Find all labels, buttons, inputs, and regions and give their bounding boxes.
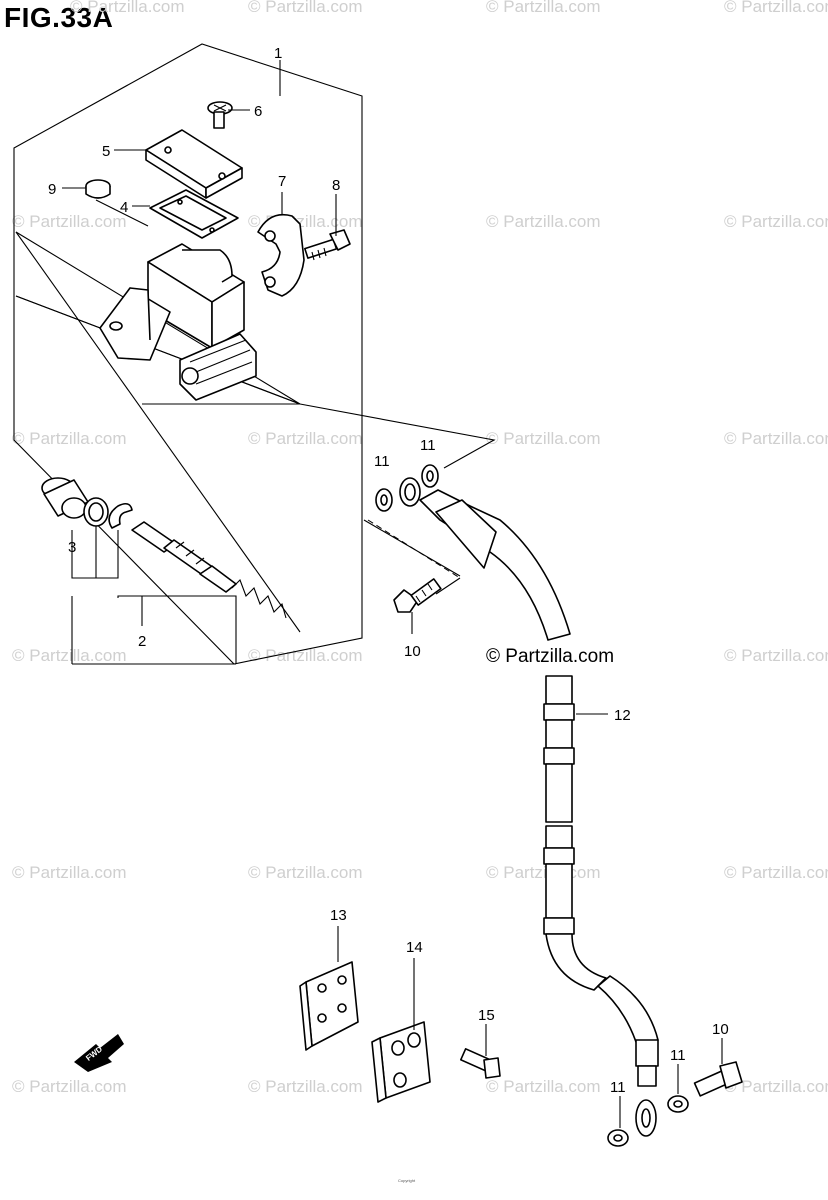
watermark: © Partzilla.com bbox=[248, 429, 363, 448]
callout-13: 13 bbox=[330, 907, 347, 924]
watermark: © Partzilla.com bbox=[248, 0, 363, 16]
watermarks: © Partzilla.com © Partzilla.com © Partzi… bbox=[12, 0, 828, 1096]
callout-10-upper: 10 bbox=[404, 643, 421, 660]
callout-11-lower-left: 11 bbox=[610, 1079, 626, 1096]
callout-6: 6 bbox=[254, 103, 262, 120]
callout-labels: 1 2 3 4 5 6 7 8 9 10 10 11 11 11 11 12 1… bbox=[48, 45, 729, 1096]
figure-title: FIG.33A bbox=[4, 2, 114, 33]
watermark: © Partzilla.com bbox=[12, 863, 127, 882]
watermark: © Partzilla.com bbox=[724, 0, 828, 16]
callout-11-upper-right: 11 bbox=[420, 437, 436, 454]
watermark: © Partzilla.com bbox=[724, 646, 828, 665]
upper-banjo-fitting bbox=[299, 403, 496, 595]
assembly-boundary bbox=[13, 43, 363, 665]
watermark: © Partzilla.com bbox=[12, 429, 127, 448]
brand-label: © Partzilla.com bbox=[486, 646, 614, 667]
part-5-reservoir-cap bbox=[145, 129, 243, 199]
part-3-boot bbox=[41, 477, 89, 519]
callout-lines bbox=[62, 60, 337, 665]
callout-3: 3 bbox=[68, 539, 76, 556]
footer-copyright: Copyright bbox=[398, 1178, 416, 1183]
callout-14: 14 bbox=[406, 939, 423, 956]
watermark: © Partzilla.com bbox=[12, 212, 127, 231]
watermark: © Partzilla.com bbox=[248, 646, 363, 665]
part-10-banjo-bolt bbox=[393, 578, 442, 634]
part-7-clamp bbox=[257, 213, 305, 297]
part-15-bolt bbox=[459, 1024, 501, 1079]
watermark: © Partzilla.com bbox=[248, 863, 363, 882]
callout-11-upper-left: 11 bbox=[374, 453, 390, 470]
watermark: © Partzilla.com bbox=[486, 863, 601, 882]
callout-4: 4 bbox=[120, 199, 128, 216]
watermark: © Partzilla.com bbox=[486, 0, 601, 16]
fwd-arrow-icon: FWD bbox=[74, 1034, 124, 1072]
part-8-bolt bbox=[304, 229, 351, 261]
callout-7: 7 bbox=[278, 173, 286, 190]
watermark: © Partzilla.com bbox=[12, 1077, 127, 1096]
watermark: © Partzilla.com bbox=[724, 429, 828, 448]
callout-9: 9 bbox=[48, 181, 56, 198]
master-cylinder-body bbox=[99, 243, 257, 401]
lower-washers-bolt bbox=[607, 1038, 743, 1147]
watermark: © Partzilla.com bbox=[724, 1077, 828, 1096]
part-13-bracket bbox=[299, 926, 359, 1051]
watermark: © Partzilla.com bbox=[70, 0, 185, 16]
callout-11-lower-right: 11 bbox=[670, 1047, 686, 1064]
callout-10-lower: 10 bbox=[712, 1021, 729, 1038]
part-9-boot bbox=[85, 179, 111, 199]
callout-15: 15 bbox=[478, 1007, 495, 1024]
callout-12: 12 bbox=[614, 707, 631, 724]
part-6-screw bbox=[207, 101, 233, 129]
watermark: © Partzilla.com bbox=[12, 646, 127, 665]
part-2-piston-kit bbox=[83, 497, 287, 619]
part-12-brake-hose bbox=[419, 489, 659, 1137]
part-4-diaphragm bbox=[149, 189, 239, 239]
watermark: © Partzilla.com bbox=[486, 212, 601, 231]
callout-5: 5 bbox=[102, 143, 110, 160]
watermark: © Partzilla.com bbox=[486, 1077, 601, 1096]
watermark: © Partzilla.com bbox=[248, 1077, 363, 1096]
watermark: © Partzilla.com bbox=[486, 429, 601, 448]
watermark: © Partzilla.com bbox=[724, 212, 828, 231]
callout-8: 8 bbox=[332, 177, 340, 194]
part-14-bracket bbox=[371, 958, 431, 1103]
callout-2: 2 bbox=[138, 633, 146, 650]
watermark: © Partzilla.com bbox=[724, 863, 828, 882]
callout-1: 1 bbox=[274, 45, 282, 62]
